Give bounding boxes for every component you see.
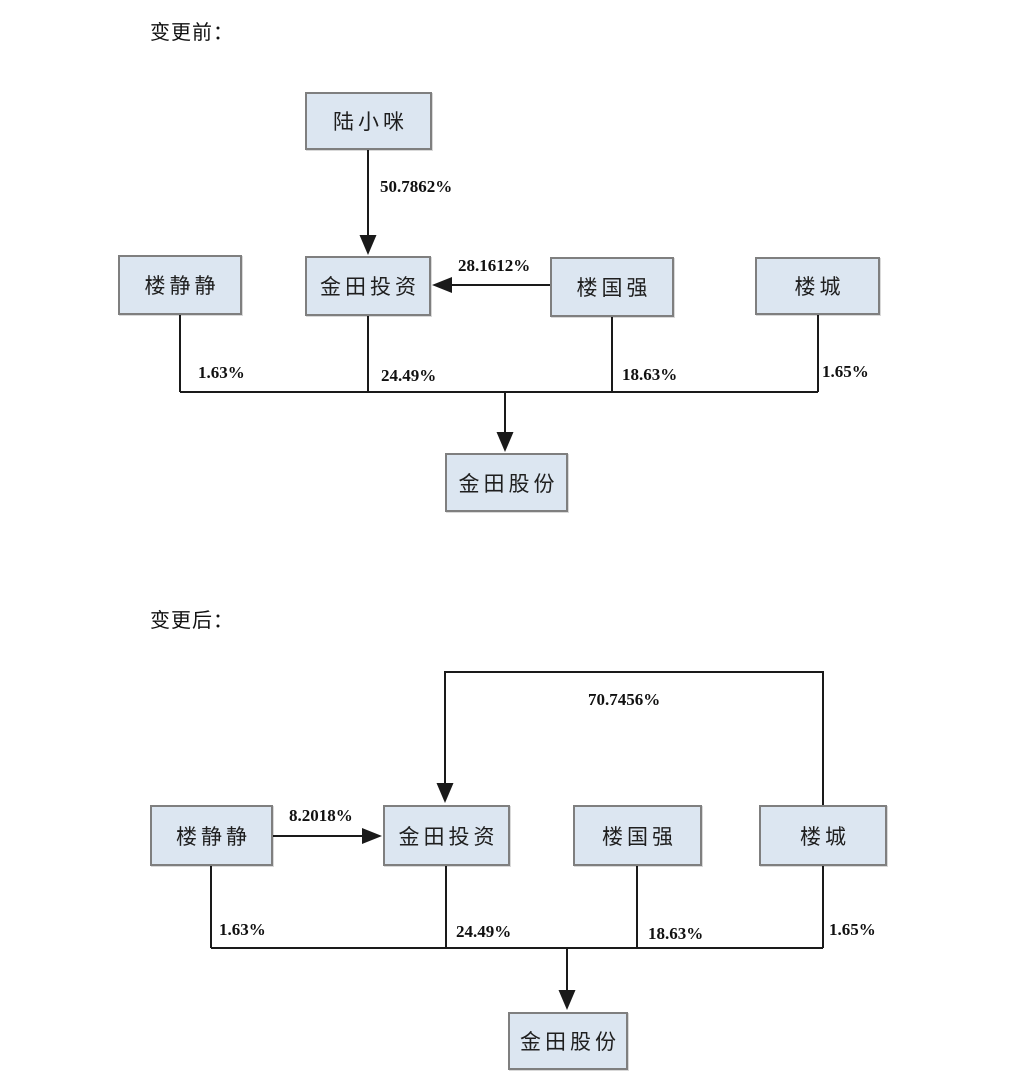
before-pct-investment-to-shares: 24.49% [381,366,437,385]
before-node-lu-xiaomi: 陆小咪 [305,92,432,150]
after-node-lou-jingjing: 楼静静 [150,805,273,866]
before-section-title: 变更前： [150,22,234,44]
before-arrowhead-down-shares-icon [496,432,514,452]
after-arrowhead-down-investment-icon [436,783,454,803]
before-node-lu-xiaomi-label: 陆小咪 [333,110,408,134]
before-node-lou-cheng: 楼城 [755,257,880,315]
before-pct-cheng-to-shares: 1.65% [822,362,869,381]
after-edge-cheng-to-investment [444,671,824,805]
before-pct-guoqiang-to-investment: 28.1612% [458,256,531,275]
after-pct-guoqiang-to-shares: 18.63% [648,924,704,943]
after-pct-cheng-to-shares: 1.65% [829,920,876,939]
before-node-jintian-shares-label: 金田股份 [458,471,559,496]
after-arrowhead-down-shares-icon [558,990,576,1010]
before-pct-guoqiang-to-shares: 18.63% [622,365,678,384]
before-pct-lu-to-investment: 50.7862% [380,177,453,196]
after-pct-jingjing-to-shares: 1.63% [219,920,266,939]
before-node-lou-cheng-label: 楼城 [794,275,845,299]
before-arrowhead-left-investment-icon [432,277,452,293]
before-node-lou-jingjing-label: 楼静静 [144,274,220,298]
before-pct-jingjing-to-shares: 1.63% [198,363,245,382]
after-node-jintian-investment-label: 金田投资 [398,824,499,849]
before-node-jintian-investment-label: 金田投资 [320,275,420,299]
before-node-lou-guoqiang-label: 楼国强 [576,276,652,300]
after-node-lou-guoqiang-label: 楼国强 [602,824,677,849]
before-node-jintian-investment: 金田投资 [305,256,431,316]
after-node-jintian-shares: 金田股份 [508,1012,628,1070]
after-section-title: 变更后： [150,610,234,632]
after-node-jintian-shares-label: 金田股份 [520,1030,620,1054]
after-pct-cheng-to-investment: 70.7456% [588,690,661,709]
after-node-jintian-investment: 金田投资 [383,805,510,866]
before-node-jintian-shares: 金田股份 [445,453,568,512]
before-arrowhead-down-investment-icon [359,235,377,255]
after-node-lou-jingjing-label: 楼静静 [176,824,251,849]
after-pct-investment-to-shares: 24.49% [456,922,512,941]
after-node-lou-cheng-label: 楼城 [800,824,850,849]
after-node-lou-cheng: 楼城 [759,805,887,866]
before-node-lou-guoqiang: 楼国强 [550,257,674,317]
before-node-lou-jingjing: 楼静静 [118,255,242,315]
after-node-lou-guoqiang: 楼国强 [573,805,702,866]
after-arrowhead-right-investment-icon [362,828,382,844]
after-pct-jingjing-to-investment: 8.2018% [289,806,353,825]
